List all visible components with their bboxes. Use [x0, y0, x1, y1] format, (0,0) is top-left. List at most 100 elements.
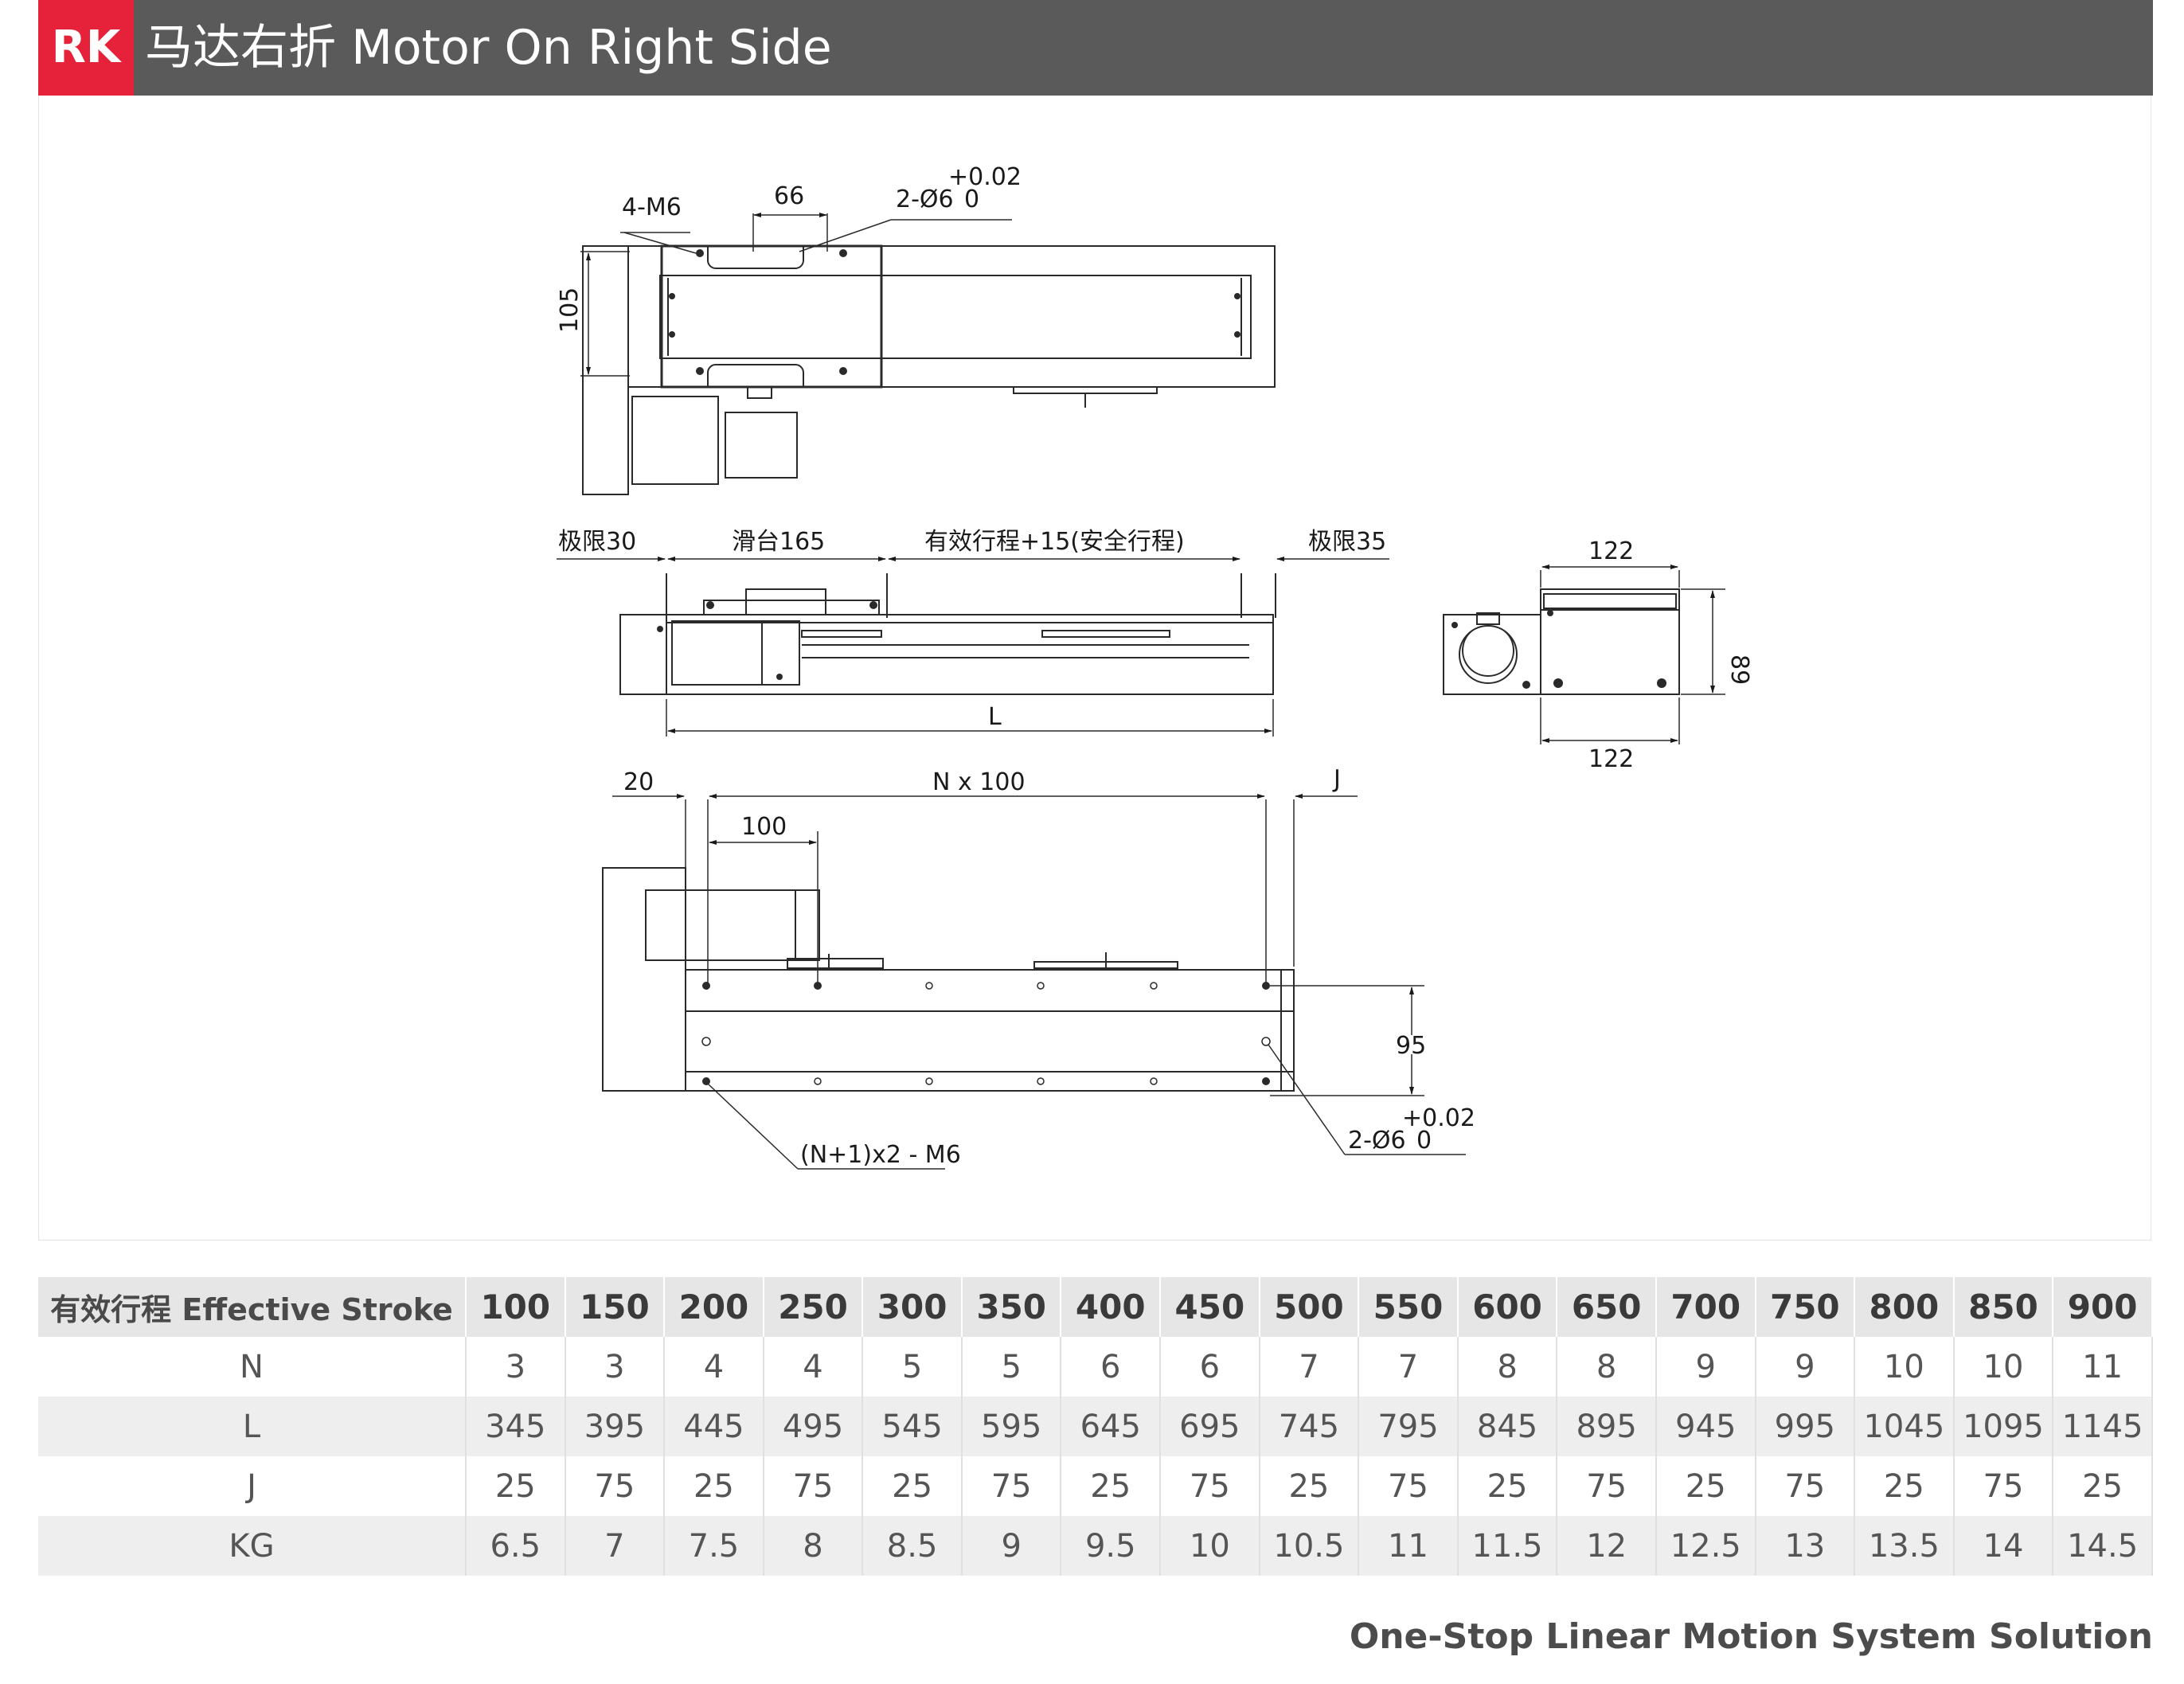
table-cell: 12.5	[1655, 1516, 1756, 1576]
label-dim-66: 66	[774, 182, 804, 210]
table-header-label: 有效行程 Effective Stroke	[38, 1277, 467, 1337]
table-cell: 9	[961, 1516, 1062, 1576]
spec-table: 有效行程 Effective Stroke 100 150 200 250 30…	[38, 1277, 2153, 1576]
table-cell: 5	[862, 1337, 963, 1397]
end-view	[1443, 588, 1680, 695]
table-cell: 7	[1358, 1337, 1459, 1397]
stroke-header: 600	[1457, 1277, 1558, 1337]
bottom-view	[602, 867, 1295, 1092]
table-cell: 25	[1655, 1456, 1756, 1516]
table-cell: 8	[1557, 1337, 1657, 1397]
table-cell: 25	[1854, 1456, 1955, 1516]
label-dim-100: 100	[741, 813, 787, 841]
table-cell: 25	[2053, 1456, 2153, 1516]
stroke-header: 100	[466, 1277, 566, 1337]
table-cell: 9.5	[1061, 1516, 1162, 1576]
table-cell: 9	[1755, 1337, 1856, 1397]
label-length-l: L	[988, 703, 1002, 731]
label-pin-spec: 2-Ø6	[1348, 1127, 1406, 1155]
table-cell: 25	[862, 1456, 963, 1516]
label-end-width-top: 122	[1588, 537, 1634, 565]
table-cell: 995	[1755, 1397, 1856, 1456]
stroke-header: 200	[664, 1277, 764, 1337]
table-cell: 13.5	[1854, 1516, 1955, 1576]
table-cell: 10.5	[1259, 1516, 1360, 1576]
table-cell: 25	[1061, 1456, 1162, 1516]
table-cell: 12	[1557, 1516, 1657, 1576]
label-hole-tol-lower: 0	[964, 186, 979, 213]
label-end-height: 89	[1725, 654, 1753, 685]
table-cell: 595	[961, 1397, 1062, 1456]
table-cell: 11	[2053, 1337, 2153, 1397]
table-cell: 6	[1160, 1337, 1260, 1397]
table-cell: 4	[664, 1337, 764, 1397]
label-holes: (N+1)x2 - M6	[800, 1141, 961, 1169]
stroke-header: 400	[1061, 1277, 1162, 1337]
table-cell: 745	[1259, 1397, 1360, 1456]
stroke-header: 550	[1358, 1277, 1459, 1337]
series-badge: RK	[38, 0, 134, 96]
stroke-header: 750	[1755, 1277, 1856, 1337]
table-cell: 3	[565, 1337, 666, 1397]
stroke-header: 300	[862, 1277, 963, 1337]
stroke-header: 150	[565, 1277, 666, 1337]
table-cell: 4	[763, 1337, 864, 1397]
header-bar: RK 马达右折 Motor On Right Side	[38, 0, 2153, 96]
table-cell: 75	[1160, 1456, 1260, 1516]
table-cell: 14.5	[2053, 1516, 2153, 1576]
table-cell: 14	[1953, 1516, 2054, 1576]
table-cell: 75	[763, 1456, 864, 1516]
table-cell: 75	[1755, 1456, 1856, 1516]
table-cell: 25	[466, 1456, 566, 1516]
stroke-header: 800	[1854, 1277, 1955, 1337]
table-cell: 345	[466, 1397, 566, 1456]
table-cell: 7	[1259, 1337, 1360, 1397]
table-cell: 395	[565, 1397, 666, 1456]
page-title: 马达右折 Motor On Right Side	[145, 20, 832, 76]
table-cell: 8	[1457, 1337, 1558, 1397]
table-cell: 25	[1259, 1456, 1360, 1516]
table-cell: 795	[1358, 1397, 1459, 1456]
stroke-header: 700	[1655, 1277, 1756, 1337]
label-end-width-bottom: 122	[1588, 745, 1634, 773]
table-cell: 75	[565, 1456, 666, 1516]
stroke-header: 900	[2053, 1277, 2153, 1337]
table-cell: 75	[961, 1456, 1062, 1516]
technical-drawing-panel: 4-M6 66 +0.02 2-Ø6 0 105 极限30 滑台165 有效行程…	[38, 96, 2151, 1241]
table-cell: 10	[1854, 1337, 1955, 1397]
label-pin-tol-lower: 0	[1416, 1127, 1432, 1155]
stroke-header: 500	[1259, 1277, 1360, 1337]
label-hole-spec: 2-Ø6	[896, 186, 954, 213]
label-limit-left: 极限30	[558, 528, 636, 556]
table-cell: 75	[1358, 1456, 1459, 1516]
table-cell: 7.5	[664, 1516, 764, 1576]
table-cell: 13	[1755, 1516, 1856, 1576]
table-cell: 11	[1358, 1516, 1459, 1576]
table-cell: 8.5	[862, 1516, 963, 1576]
stroke-header: 650	[1557, 1277, 1657, 1337]
table-cell: 25	[1457, 1456, 1558, 1516]
table-cell: 75	[1953, 1456, 2054, 1516]
table-cell: 9	[1655, 1337, 1756, 1397]
label-hole-tol-upper: +0.02	[948, 163, 1022, 191]
row-label: J	[38, 1456, 467, 1516]
table-cell: 75	[1557, 1456, 1657, 1516]
label-4m6: 4-M6	[622, 193, 682, 221]
table-cell: 645	[1061, 1397, 1162, 1456]
table-cell: 25	[664, 1456, 764, 1516]
side-view	[619, 573, 1276, 695]
stroke-header: 350	[961, 1277, 1062, 1337]
table-cell: 6	[1061, 1337, 1162, 1397]
label-dim-105: 105	[556, 287, 584, 333]
label-pitch: N x 100	[932, 768, 1026, 796]
row-label: KG	[38, 1516, 467, 1576]
table-cell: 8	[763, 1516, 864, 1576]
label-dim-95: 95	[1396, 1032, 1426, 1060]
row-label: N	[38, 1337, 467, 1397]
stroke-header: 850	[1953, 1277, 2054, 1337]
table-cell: 6.5	[466, 1516, 566, 1576]
table-cell: 545	[862, 1397, 963, 1456]
